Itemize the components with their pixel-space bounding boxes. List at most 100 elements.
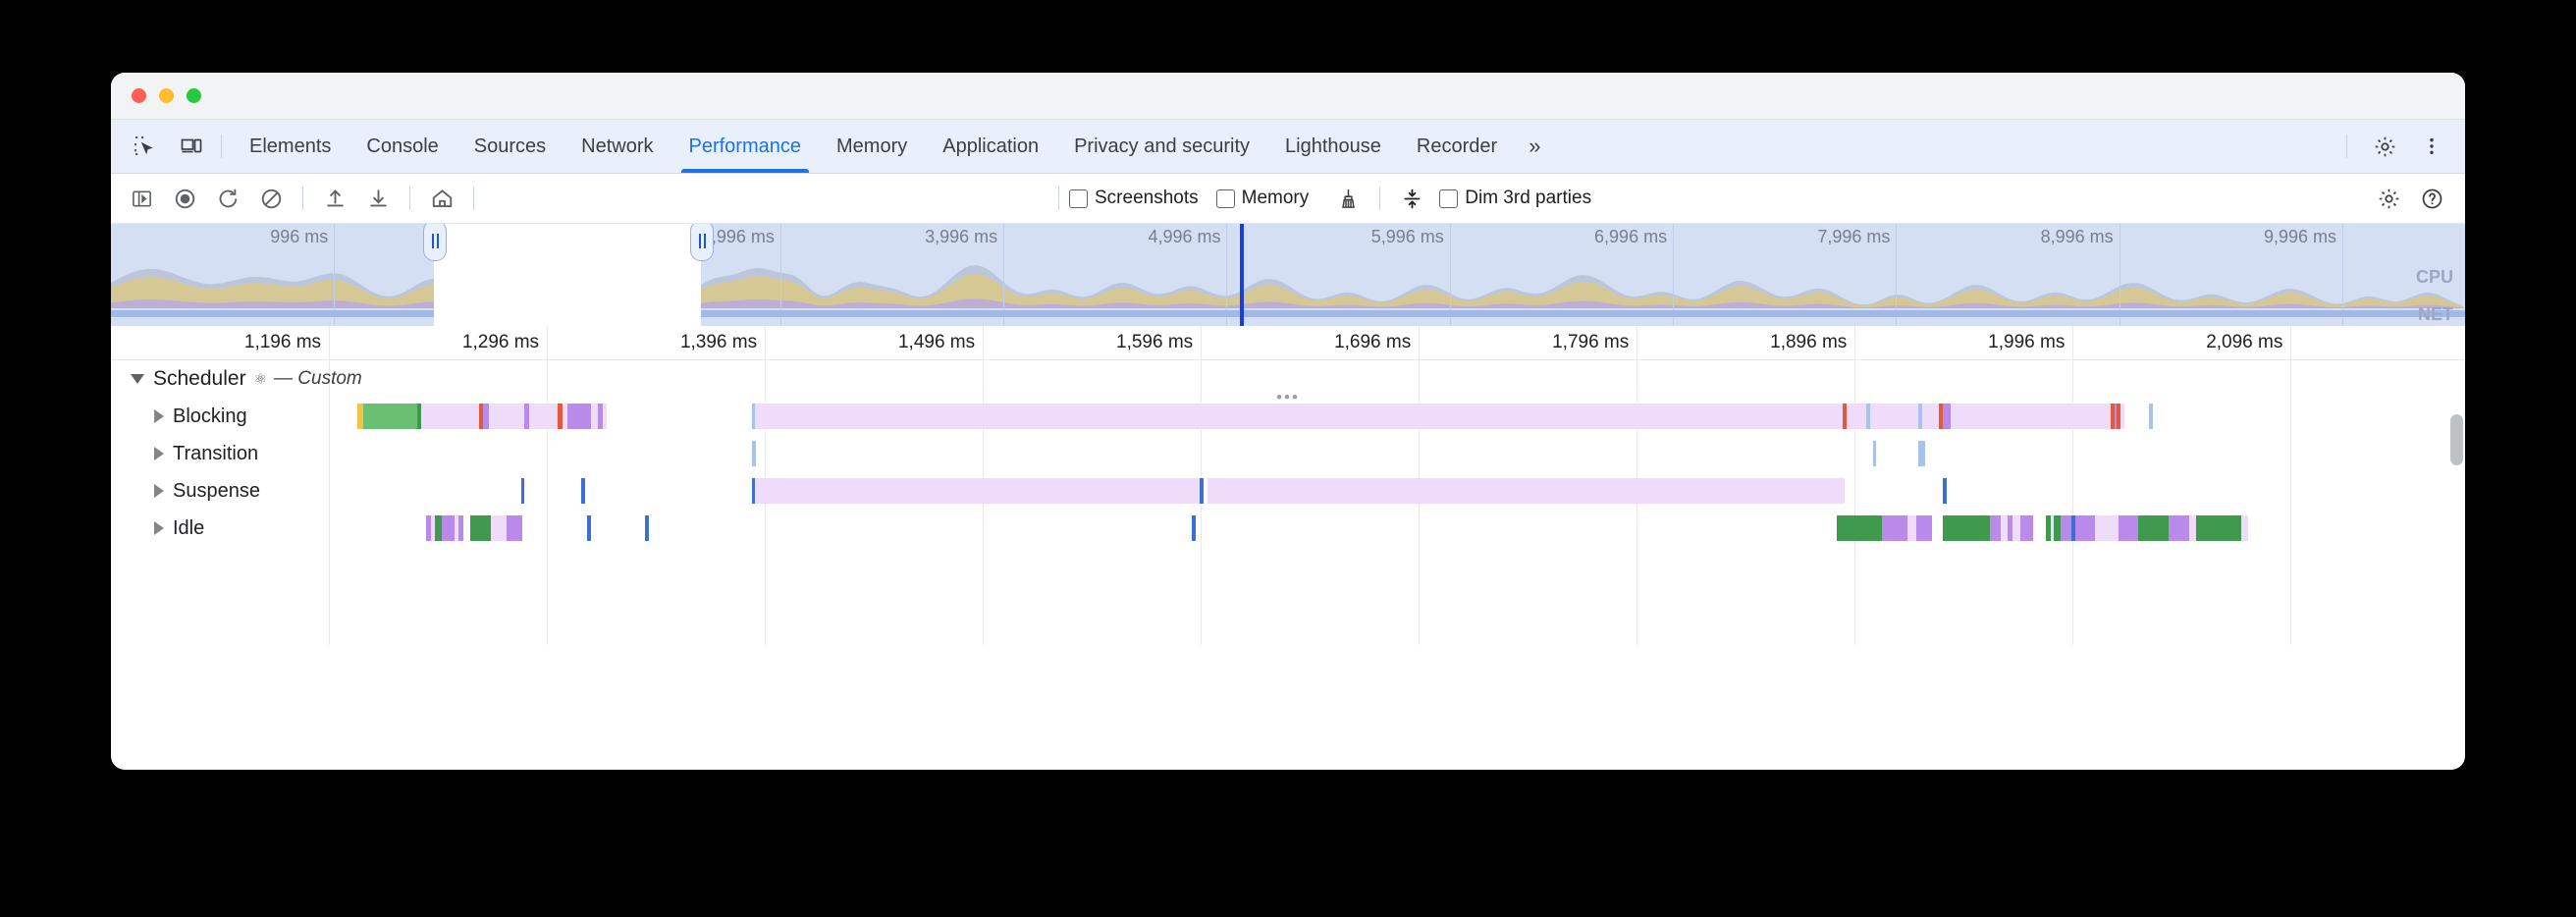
flame-segment[interactable]: [507, 515, 523, 541]
checkbox-box[interactable]: [1439, 189, 1459, 208]
flame-segment[interactable]: [2019, 515, 2033, 541]
flame-segment[interactable]: [528, 404, 559, 429]
flame-segment[interactable]: [1989, 515, 2001, 541]
track-row-header[interactable]: Transition: [154, 435, 258, 472]
tab-privacy-and-security[interactable]: Privacy and security: [1056, 120, 1267, 173]
flame-segment[interactable]: [1943, 404, 1952, 429]
flame-segment[interactable]: [1951, 404, 2111, 429]
device-toolbar-icon[interactable]: [172, 127, 211, 166]
flame-segment[interactable]: [524, 404, 529, 429]
flame-segment[interactable]: [2007, 515, 2013, 541]
timeline-overview[interactable]: 996 ms1,996 ms2,996 ms3,996 ms4,996 ms5,…: [111, 224, 2465, 326]
flame-segment[interactable]: [490, 515, 507, 541]
close-window-button[interactable]: [132, 88, 146, 103]
flame-segment[interactable]: [2120, 404, 2124, 429]
kebab-menu-icon[interactable]: [2412, 127, 2451, 166]
flame-segment[interactable]: [520, 478, 525, 504]
flame-segment[interactable]: [1866, 404, 1871, 429]
tab-sources[interactable]: Sources: [456, 120, 564, 173]
flame-segment[interactable]: [598, 404, 603, 429]
flame-segment[interactable]: [1842, 404, 1848, 429]
flame-segment[interactable]: [2050, 515, 2055, 541]
track-row-idle[interactable]: Idle: [111, 510, 2465, 547]
window-controls[interactable]: [132, 88, 201, 103]
flame-segment[interactable]: [1881, 515, 1907, 541]
flame-segment[interactable]: [421, 404, 479, 429]
flame-segment[interactable]: [488, 404, 525, 429]
flame-segment[interactable]: [2060, 515, 2071, 541]
tab-elements[interactable]: Elements: [232, 120, 349, 173]
flame-segment[interactable]: [1207, 478, 1845, 504]
flame-segment[interactable]: [755, 404, 1843, 429]
flame-segment[interactable]: [1200, 478, 1205, 504]
download-arrow-icon[interactable]: [359, 182, 397, 215]
resizer-handle[interactable]: •••: [1276, 388, 1300, 406]
flame-segment[interactable]: [2138, 515, 2170, 541]
record-circle-icon[interactable]: [166, 182, 203, 215]
flame-segment[interactable]: [1918, 441, 1925, 466]
tab-lighthouse[interactable]: Lighthouse: [1267, 120, 1399, 173]
track-row-blocking[interactable]: Blocking: [111, 398, 2465, 435]
flame-segment[interactable]: [1906, 515, 1916, 541]
tab-memory[interactable]: Memory: [819, 120, 925, 173]
flame-segment[interactable]: [1192, 515, 1196, 541]
flame-segment[interactable]: [2046, 515, 2051, 541]
screenshots-checkbox[interactable]: Screenshots: [1069, 188, 1199, 209]
flame-segment[interactable]: [2188, 515, 2196, 541]
tab-recorder[interactable]: Recorder: [1399, 120, 1515, 173]
dim-3rd-parties-checkbox[interactable]: Dim 3rd parties: [1439, 188, 1591, 209]
flame-segment[interactable]: [567, 404, 591, 429]
upload-arrow-icon[interactable]: [316, 182, 353, 215]
flame-segment[interactable]: [442, 515, 455, 541]
flame-segment[interactable]: [2111, 404, 2115, 429]
flame-segment[interactable]: [478, 404, 484, 429]
flame-segment[interactable]: [751, 441, 757, 466]
more-tabs-button[interactable]: »: [1515, 120, 1554, 173]
flame-segment[interactable]: [1918, 404, 1923, 429]
tab-performance[interactable]: Performance: [671, 120, 820, 173]
flame-segment[interactable]: [2070, 515, 2076, 541]
flame-chart-tracks[interactable]: Scheduler ⚛ — Custom Blocking Transition…: [111, 360, 2465, 645]
flame-segment[interactable]: [2075, 515, 2096, 541]
chevron-right-icon[interactable]: [154, 521, 164, 535]
flame-segment[interactable]: [562, 404, 568, 429]
track-row-header[interactable]: Blocking: [154, 398, 247, 435]
sidebar-panel-icon[interactable]: [123, 182, 160, 215]
track-group-header[interactable]: Scheduler ⚛ — Custom: [131, 360, 362, 398]
home-icon[interactable]: [423, 182, 460, 215]
flame-segment[interactable]: [1872, 441, 1877, 466]
flame-segment[interactable]: [751, 478, 756, 504]
flame-segment[interactable]: [470, 515, 491, 541]
chevron-right-icon[interactable]: [154, 484, 164, 498]
flame-segment[interactable]: [2117, 404, 2121, 429]
flame-segment[interactable]: [2119, 515, 2139, 541]
flame-segment[interactable]: [431, 515, 435, 541]
flame-segment[interactable]: [1943, 515, 1990, 541]
checkbox-box[interactable]: [1215, 189, 1235, 208]
flame-segment[interactable]: [590, 404, 599, 429]
flame-segment[interactable]: [1922, 404, 1939, 429]
flame-segment[interactable]: [1870, 404, 1919, 429]
flame-segment[interactable]: [2095, 515, 2120, 541]
checkbox-box[interactable]: [1069, 189, 1088, 208]
track-row-transition[interactable]: Transition: [111, 435, 2465, 472]
flame-segment[interactable]: [2195, 515, 2241, 541]
flame-segment[interactable]: [416, 404, 422, 429]
flame-segment[interactable]: [362, 404, 417, 429]
tab-console[interactable]: Console: [349, 120, 456, 173]
flame-segment[interactable]: [1915, 515, 1933, 541]
track-group-scheduler[interactable]: Scheduler ⚛ — Custom: [111, 360, 2465, 398]
flame-segment[interactable]: [483, 404, 489, 429]
chevron-down-icon[interactable]: [131, 374, 144, 384]
collapse-vertical-arrows-icon[interactable]: [1393, 182, 1430, 215]
minimize-window-button[interactable]: [159, 88, 174, 103]
maximize-window-button[interactable]: [187, 88, 201, 103]
help-question-icon[interactable]: [2413, 182, 2450, 215]
track-row-header[interactable]: Idle: [154, 510, 204, 547]
flame-segment[interactable]: [2169, 515, 2189, 541]
gear-icon[interactable]: [2365, 127, 2404, 166]
memory-checkbox[interactable]: Memory: [1215, 188, 1309, 209]
flame-segment[interactable]: [755, 478, 1201, 504]
flame-segment[interactable]: [580, 478, 585, 504]
flame-segment[interactable]: [644, 515, 650, 541]
